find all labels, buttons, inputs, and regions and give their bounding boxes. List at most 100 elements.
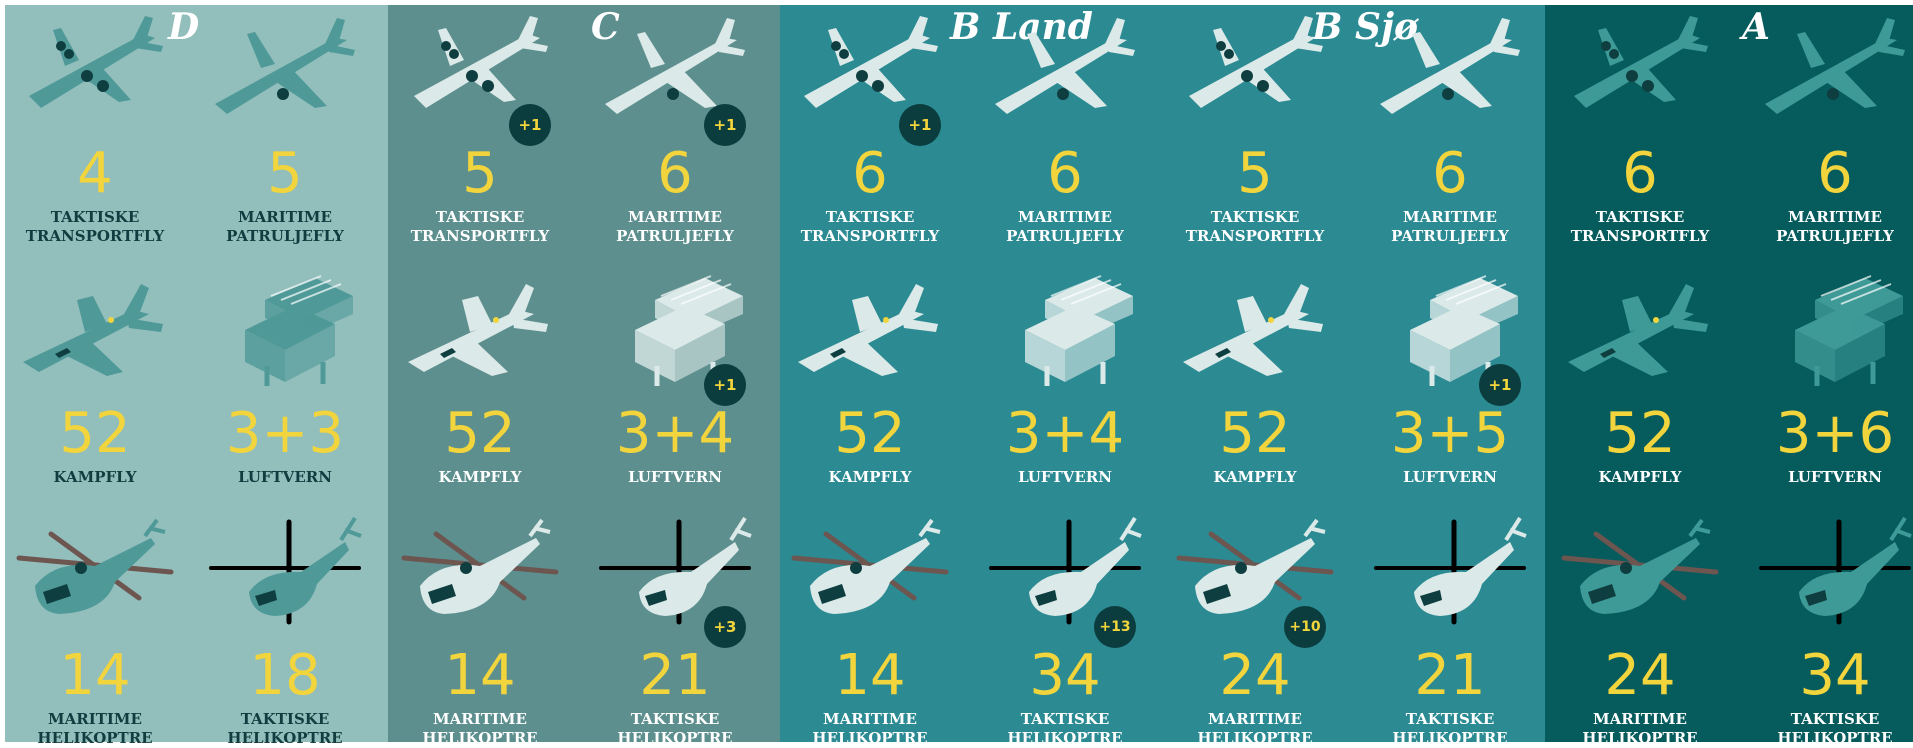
stat-value: 21 xyxy=(639,643,711,708)
stat-label-line1: KAMPFLY xyxy=(1598,468,1682,486)
maritime-helicopter-icon xyxy=(790,512,950,632)
air-defense-launcher-icon xyxy=(205,270,365,390)
increase-badge: +1 xyxy=(1479,364,1521,406)
stat-label-line2: HELIKOPTRE xyxy=(1582,729,1698,747)
increase-badge: +1 xyxy=(704,364,746,406)
stat-label-line2: HELIKOPTRE xyxy=(812,729,928,747)
fighter-jet-icon xyxy=(790,270,950,390)
stat-label-line2: HELIKOPTRE xyxy=(617,729,733,747)
stat-label-line1: TAKTISKE xyxy=(1210,208,1300,226)
stat-value: 6 xyxy=(657,141,693,206)
scenario-title-b-land: B Land xyxy=(950,6,1093,48)
stat-value: 21 xyxy=(1414,643,1486,708)
stat-label-line2: HELIKOPTRE xyxy=(1777,729,1893,747)
transport-plane-icon xyxy=(1560,10,1720,130)
stat-label-line1: LUFTVERN xyxy=(628,468,722,486)
stat-label-line2: PATRULJEFLY xyxy=(1391,227,1509,245)
stat-label-line1: TAKTISKE xyxy=(435,208,525,226)
stat-value: 52 xyxy=(59,401,131,466)
stat-label-line1: MARITIME xyxy=(433,710,527,728)
stat-label-line2: HELIKOPTRE xyxy=(227,729,343,747)
stat-value: 3+5 xyxy=(1390,401,1510,466)
transport-plane-icon xyxy=(1175,10,1335,130)
stat-value: 14 xyxy=(59,643,131,708)
patrol-plane-icon xyxy=(1370,10,1530,130)
stat-value: 4 xyxy=(77,141,113,206)
tactical-helicopter-icon xyxy=(1370,512,1530,632)
stat-label-line1: LUFTVERN xyxy=(238,468,332,486)
stat-value: 14 xyxy=(444,643,516,708)
stat-label-line2: HELIKOPTRE xyxy=(1392,729,1508,747)
stat-label-line1: TAKTISKE xyxy=(1020,710,1110,728)
stat-value: 52 xyxy=(1604,401,1676,466)
stat-label-line1: TAKTISKE xyxy=(630,710,720,728)
air-defense-launcher-icon xyxy=(985,270,1145,390)
transport-plane-icon xyxy=(15,10,175,130)
stat-label-line1: KAMPFLY xyxy=(53,468,137,486)
stat-label-line1: KAMPFLY xyxy=(1213,468,1297,486)
stat-value: 6 xyxy=(1047,141,1083,206)
stat-label-line1: MARITIME xyxy=(238,208,332,226)
increase-badge: +1 xyxy=(704,104,746,146)
stat-value: 6 xyxy=(1432,141,1468,206)
patrol-plane-icon xyxy=(1755,10,1913,130)
stat-label-line2: HELIKOPTRE xyxy=(422,729,538,747)
stat-label-line2: HELIKOPTRE xyxy=(1197,729,1313,747)
stat-label-line2: PATRULJEFLY xyxy=(226,227,344,245)
scenario-title-d: D xyxy=(168,6,200,48)
stat-label-line1: MARITIME xyxy=(1403,208,1497,226)
stat-label-line1: KAMPFLY xyxy=(828,468,912,486)
stat-value: 5 xyxy=(462,141,498,206)
patrol-plane-icon xyxy=(205,10,365,130)
fighter-jet-icon xyxy=(15,270,175,390)
stat-label-line2: TRANSPORTFLY xyxy=(800,227,940,245)
stat-label-line2: HELIKOPTRE xyxy=(1007,729,1123,747)
stat-value: 34 xyxy=(1799,643,1871,708)
stat-value: 6 xyxy=(852,141,888,206)
stat-label-line2: HELIKOPTRE xyxy=(37,729,153,747)
stat-label-line1: TAKTISKE xyxy=(1790,710,1880,728)
stat-value: 52 xyxy=(834,401,906,466)
stat-label-line1: TAKTISKE xyxy=(1405,710,1495,728)
stat-label-line2: TRANSPORTFLY xyxy=(1185,227,1325,245)
increase-badge: +13 xyxy=(1094,606,1136,648)
stat-label-line1: MARITIME xyxy=(823,710,917,728)
stat-value: 18 xyxy=(249,643,321,708)
stat-label-line2: PATRULJEFLY xyxy=(1776,227,1894,245)
stat-label-line1: LUFTVERN xyxy=(1788,468,1882,486)
stat-value: 14 xyxy=(834,643,906,708)
stat-label-line1: LUFTVERN xyxy=(1018,468,1112,486)
stat-label-line1: MARITIME xyxy=(1208,710,1302,728)
increase-badge: +3 xyxy=(704,606,746,648)
stat-value: 52 xyxy=(444,401,516,466)
stat-label-line1: TAKTISKE xyxy=(240,710,330,728)
stat-label-line2: TRANSPORTFLY xyxy=(25,227,165,245)
increase-badge: +1 xyxy=(509,104,551,146)
stat-label-line1: MARITIME xyxy=(48,710,142,728)
stat-value: 5 xyxy=(267,141,303,206)
